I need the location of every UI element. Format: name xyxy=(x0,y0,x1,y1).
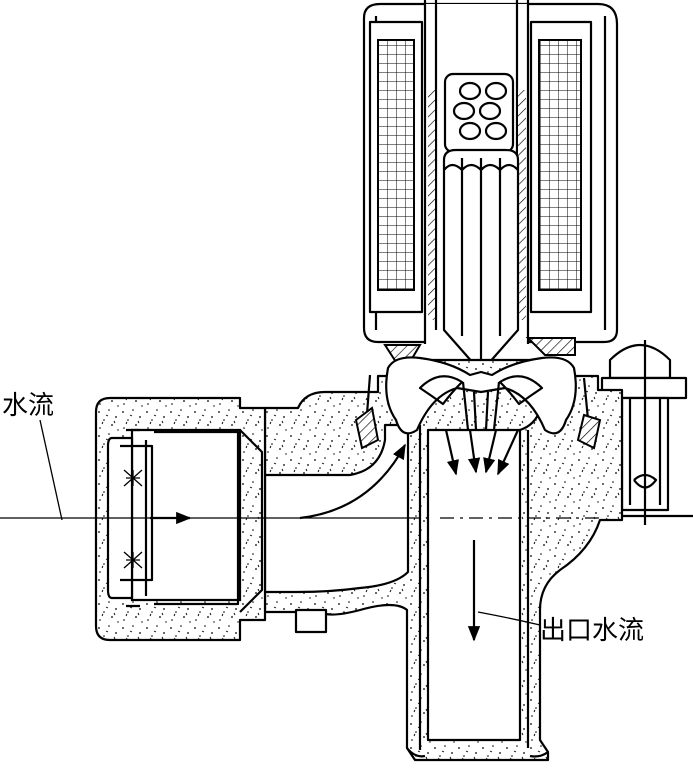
inlet-filter-housing xyxy=(94,396,267,642)
coil-winding-right xyxy=(529,20,593,314)
plunger-core xyxy=(442,148,520,374)
valve-body xyxy=(263,358,624,762)
coil-winding-left xyxy=(368,20,424,314)
return-spring xyxy=(443,72,515,154)
diaphragm-assembly xyxy=(354,337,602,450)
outlet-water-flow-label: 出口水流 xyxy=(540,616,645,646)
flow-arrows xyxy=(0,419,600,642)
inlet-water-flow-label: 水流 xyxy=(2,391,55,421)
mounting-tab xyxy=(294,608,328,634)
